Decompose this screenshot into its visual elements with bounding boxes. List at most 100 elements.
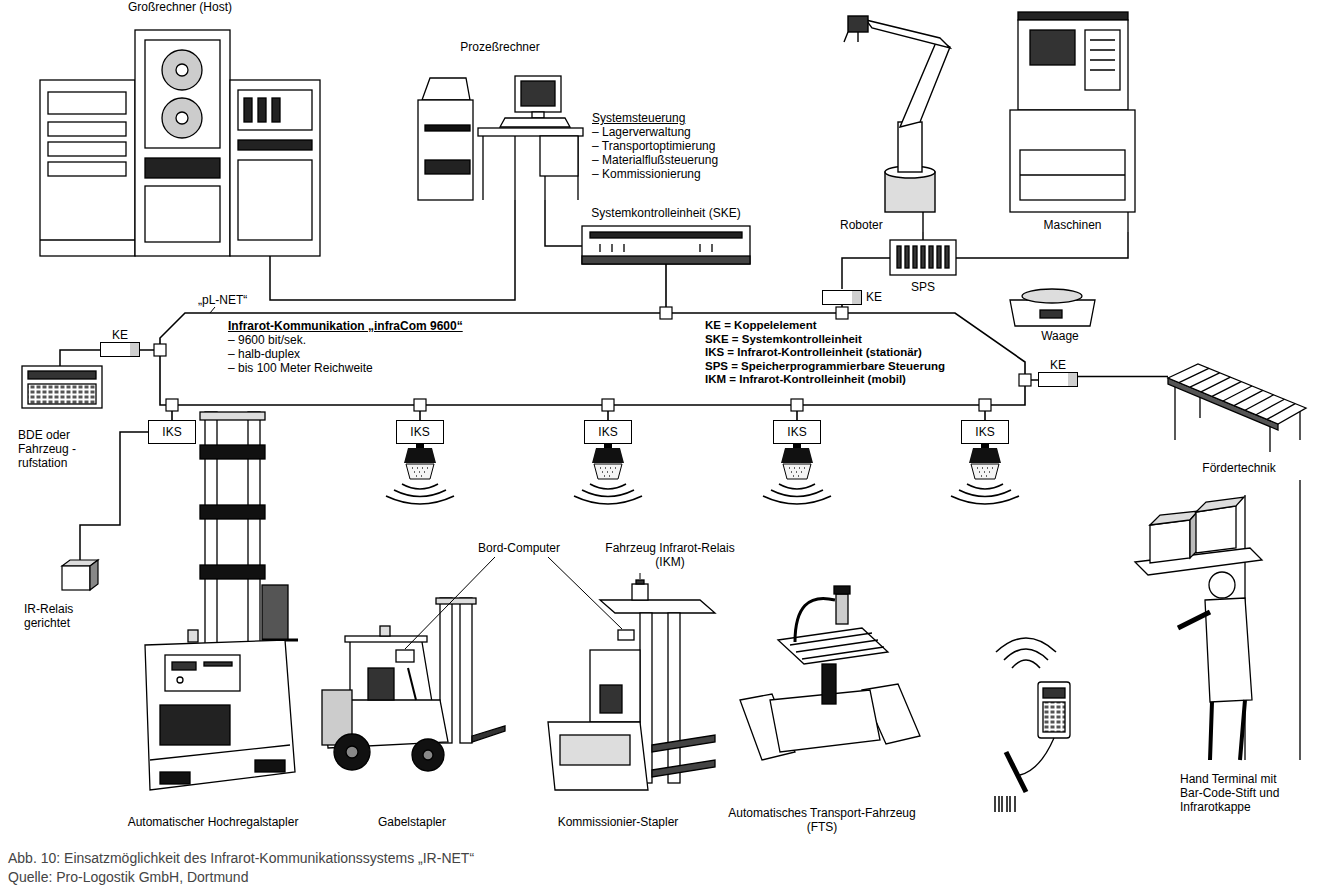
- ir-relay: IR-Relais gerichtet: [24, 560, 104, 630]
- order-picker-drawing: [636, 580, 644, 584]
- robot-drawing: [900, 40, 950, 127]
- high-rack-stacker-drawing: [145, 640, 295, 790]
- robot-drawing: [844, 16, 950, 232]
- mainframe-drawing: [238, 160, 312, 240]
- process-computer-drawing: [418, 76, 583, 200]
- list-item: – Kommissionierung: [592, 167, 701, 181]
- robot: Roboter: [840, 0, 965, 232]
- mainframe-drawing: [48, 92, 126, 114]
- machine: Maschinen: [1000, 0, 1145, 232]
- heading: Infrarot-Kommunikation „infraCom 9600“: [228, 319, 463, 333]
- mainframe-host: Großrechner (Host): [35, 0, 325, 256]
- mainframe-drawing: [40, 30, 320, 256]
- plc-drawing: [945, 246, 949, 268]
- forklift-drawing: [368, 668, 394, 700]
- forklift-drawing: [346, 746, 358, 758]
- mainframe-drawing: [272, 98, 280, 122]
- infrared-lamp: [574, 444, 642, 504]
- high-rack-stacker-drawing: [204, 662, 232, 666]
- connector: [270, 200, 515, 300]
- connector: [1078, 376, 1168, 378]
- forklift-drawing: [408, 668, 416, 700]
- terminal-station-drawing: [22, 366, 102, 408]
- machine-drawing: [1018, 12, 1128, 20]
- high-rack-stacker-drawing: [145, 412, 298, 790]
- caption: Abb. 10: Einsatzmöglichkeit des Infrarot…: [8, 850, 474, 866]
- robot-drawing: [922, 212, 923, 232]
- forklift-drawing: [436, 598, 476, 604]
- hand-terminal-drawing: [1245, 480, 1300, 760]
- plc-drawing: [890, 240, 956, 275]
- scale-drawing: [1010, 300, 1095, 326]
- process-computer: Prozeßrechner: [415, 40, 585, 200]
- coupler: [836, 307, 848, 319]
- coupler: [791, 399, 803, 411]
- system-control-unit-drawing: [590, 232, 742, 238]
- list-item: – Transportoptimierung: [592, 139, 715, 153]
- node-label: IKS: [598, 425, 617, 439]
- order-picker-drawing: [548, 722, 648, 790]
- abbreviation: IKM = Infrarot-Kontrolleinheit (mobil): [705, 373, 906, 386]
- coupler: [414, 399, 426, 411]
- mainframe-drawing: [48, 122, 126, 136]
- coupling-element: KE: [822, 289, 888, 305]
- hand-terminal-drawing: [995, 480, 1300, 812]
- order-picker-drawing: [618, 630, 634, 640]
- network-ring: [210, 307, 215, 313]
- machine-drawing: [1018, 20, 1128, 110]
- conveyor-drawing: [1168, 364, 1306, 452]
- high-rack-stacker-drawing: [200, 445, 265, 459]
- hand-terminal-drawing: [1178, 612, 1210, 628]
- forklift-drawing: [412, 739, 444, 771]
- forklift-drawing: [334, 734, 370, 770]
- mainframe-drawing: [162, 98, 202, 138]
- abbreviation: IKS = Infrarot-Kontrolleinheit (stationä…: [705, 346, 922, 359]
- hand-terminal-drawing: [1196, 506, 1236, 553]
- high-rack-stacker-drawing: [160, 705, 230, 745]
- agv-drawing: [822, 664, 836, 704]
- hand-terminal-drawing: [1043, 688, 1065, 698]
- system-control-unit-drawing: [582, 256, 750, 264]
- mainframe-drawing: [145, 158, 220, 178]
- agv-drawing: [795, 598, 835, 642]
- high-rack-stacker-drawing: [200, 565, 265, 579]
- process-computer-drawing: [540, 136, 578, 176]
- plc-drawing: [897, 246, 901, 268]
- list-item: – bis 100 Meter Reichweite: [228, 361, 373, 375]
- forklift-drawing: [423, 750, 433, 760]
- forklift-drawing: [460, 598, 472, 743]
- system-control-unit: Systemkontrolleinheit (SKE): [582, 206, 750, 264]
- hand-terminal-drawing: [1043, 702, 1065, 732]
- mainframe-drawing: [162, 50, 202, 90]
- system-control-unit-drawing: [582, 226, 750, 264]
- mainframe-drawing: [230, 80, 320, 256]
- ir-control-unit: IKS: [773, 420, 821, 444]
- hand-terminal-drawing: [996, 638, 1056, 668]
- machine-drawing: [1010, 110, 1135, 212]
- agv-drawing: [836, 594, 848, 624]
- ir-control-unit: IKS: [148, 420, 196, 444]
- plc-drawing: [890, 240, 956, 275]
- abbreviation: SKE = Systemkontrolleinheit: [705, 333, 862, 346]
- connector: [60, 350, 100, 366]
- process-computer-drawing: [500, 118, 570, 127]
- forklift-drawing: [380, 626, 390, 636]
- conveyor: Fördertechnik: [1168, 365, 1310, 475]
- conveyor-drawing: [1168, 364, 1306, 424]
- mainframe-drawing: [258, 98, 266, 122]
- coupler: [602, 399, 614, 411]
- leader-line: [548, 557, 622, 629]
- order-picker-drawing: [600, 600, 715, 613]
- conveyor-drawing: [1179, 368, 1295, 419]
- forklift-drawing: [396, 650, 414, 662]
- hand-terminal-drawing: [1006, 752, 1026, 792]
- vehicle-name: Automatischer Hochregalstapler: [103, 815, 323, 829]
- coupler-box: [822, 290, 862, 305]
- scale-drawing: [1022, 289, 1082, 303]
- heading: Systemsteuerung: [592, 111, 685, 125]
- connector: [922, 232, 924, 240]
- system-control-unit-drawing: [582, 226, 750, 264]
- list-item: – halb-duplex: [228, 347, 300, 361]
